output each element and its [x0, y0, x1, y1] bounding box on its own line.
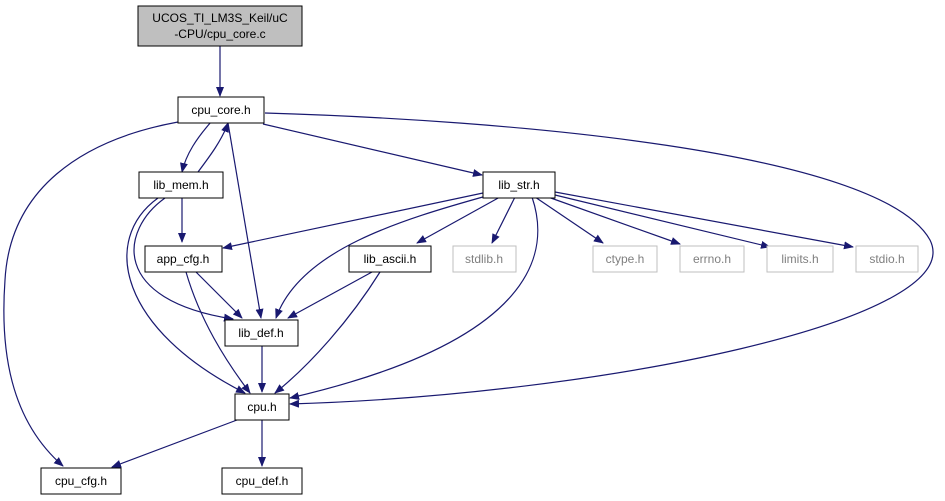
edge-lib-str-to-lib-def [275, 194, 491, 319]
node-lib-mem-h[interactable]: lib_mem.h [138, 171, 224, 199]
lib-mem-h-label: lib_mem.h [153, 178, 208, 192]
edge-cpu-to-cpu-cfg [111, 419, 238, 468]
node-lib-def-h[interactable]: lib_def.h [224, 319, 299, 347]
edge-lib-str-to-limits [554, 194, 771, 249]
edge-cpu-core-to-lib-str [262, 123, 483, 177]
node-errno-h[interactable]: errno.h [679, 245, 745, 273]
edge-lib-mem-to-cpu-core [197, 122, 229, 173]
cpu-def-h-label: cpu_def.h [236, 474, 289, 488]
node-cpu-h[interactable]: cpu.h [234, 393, 290, 421]
node-root-cpu-core-c[interactable]: UCOS_TI_LM3S_Keil/uC -CPU/cpu_core.c [137, 5, 303, 47]
node-cpu-core-h[interactable]: cpu_core.h [177, 96, 265, 124]
edge-lib-ascii-to-lib-def [287, 271, 373, 319]
edge-lib-str-to-stdlib [491, 196, 516, 244]
edge-cpu-core-to-lib-mem [180, 121, 212, 173]
node-stdio-h[interactable]: stdio.h [855, 245, 919, 273]
lib-def-h-label: lib_def.h [238, 326, 283, 340]
edge-lib-str-to-app-cfg [222, 192, 484, 251]
app-cfg-h-label: app_cfg.h [157, 252, 210, 266]
edge-lib-ascii-to-cpu [274, 271, 381, 394]
cpu-h-label: cpu.h [247, 400, 276, 414]
ctype-h-label: ctype.h [606, 252, 645, 266]
edge-lib-mem-to-lib-def [133, 197, 234, 322]
lib-ascii-h-label: lib_ascii.h [364, 252, 417, 266]
lib-str-h-label: lib_str.h [498, 178, 539, 192]
node-app-cfg-h[interactable]: app_cfg.h [144, 245, 223, 273]
stdlib-h-label: stdlib.h [465, 252, 503, 266]
edge-lib-str-to-lib-ascii [416, 196, 501, 244]
cpu-cfg-h-label: cpu_cfg.h [55, 474, 107, 488]
root-label-line2: -CPU/cpu_core.c [174, 27, 265, 41]
edge-app-cfg-to-lib-def [195, 271, 243, 319]
edge-lib-mem-to-cpu [126, 197, 246, 394]
cpu-core-h-label: cpu_core.h [191, 103, 250, 117]
edge-app-cfg-to-cpu [185, 271, 251, 394]
edge-cpu-core-to-cpu-cfg [3, 121, 179, 467]
root-label-line1: UCOS_TI_LM3S_Keil/uC [152, 11, 288, 25]
stdio-h-label: stdio.h [869, 252, 904, 266]
limits-h-label: limits.h [781, 252, 818, 266]
node-lib-ascii-h[interactable]: lib_ascii.h [348, 245, 432, 273]
node-stdlib-h[interactable]: stdlib.h [452, 245, 517, 273]
edge-lib-str-to-cpu [289, 196, 539, 400]
node-lib-str-h[interactable]: lib_str.h [482, 171, 556, 199]
node-limits-h[interactable]: limits.h [766, 245, 834, 273]
node-cpu-cfg-h[interactable]: cpu_cfg.h [40, 467, 122, 495]
edge-cpu-core-to-cpu [264, 112, 934, 408]
node-cpu-def-h[interactable]: cpu_def.h [221, 467, 303, 495]
edge-cpu-core-to-lib-def [227, 122, 264, 319]
edge-lib-str-to-ctype [534, 196, 604, 244]
edge-lib-str-to-stdio [554, 191, 854, 250]
errno-h-label: errno.h [693, 252, 731, 266]
edge-lib-str-to-errno [547, 196, 681, 245]
node-ctype-h[interactable]: ctype.h [592, 245, 658, 273]
